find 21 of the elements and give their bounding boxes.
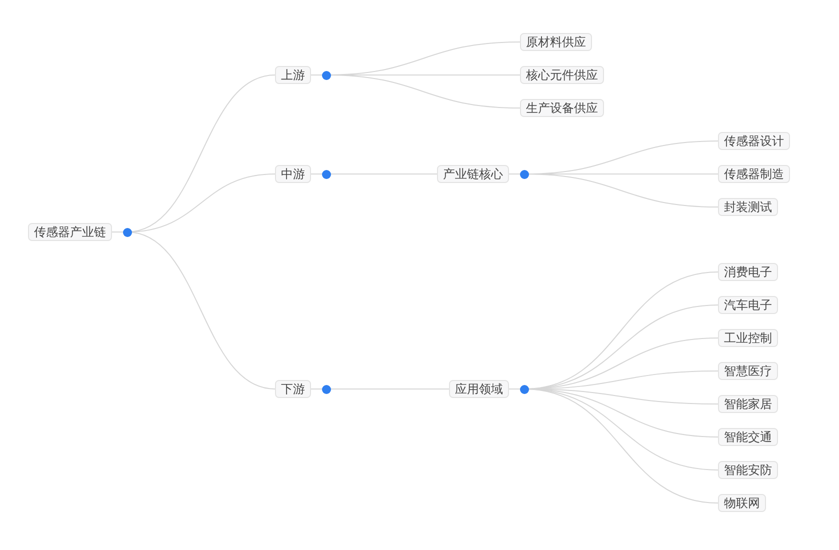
topic-box: 上游 [275, 66, 311, 84]
topic-box: 中游 [275, 165, 311, 183]
topic-box: 原材料供应 [520, 33, 592, 51]
topic-box: 封装测试 [718, 198, 778, 216]
topic-box: 工业控制 [718, 329, 778, 347]
topic-box: 智能家居 [718, 395, 778, 413]
topic-box: 传感器产业链 [28, 223, 112, 241]
topic-box: 下游 [275, 380, 311, 398]
topic-box: 核心元件供应 [520, 66, 604, 84]
topic-box: 智慧医疗 [718, 362, 778, 380]
topic-box: 应用领域 [449, 380, 509, 398]
topic-box: 生产设备供应 [520, 99, 604, 117]
topic-box: 传感器制造 [718, 165, 790, 183]
topic-box: 传感器设计 [718, 132, 790, 150]
topic-box: 智能交通 [718, 428, 778, 446]
topic-box: 智能安防 [718, 461, 778, 479]
topic-box: 汽车电子 [718, 296, 778, 314]
connector-line [310, 388, 450, 390]
topic-box: 消费电子 [718, 263, 778, 281]
topic-box: 产业链核心 [437, 165, 509, 183]
topic-box: 物联网 [718, 494, 766, 512]
